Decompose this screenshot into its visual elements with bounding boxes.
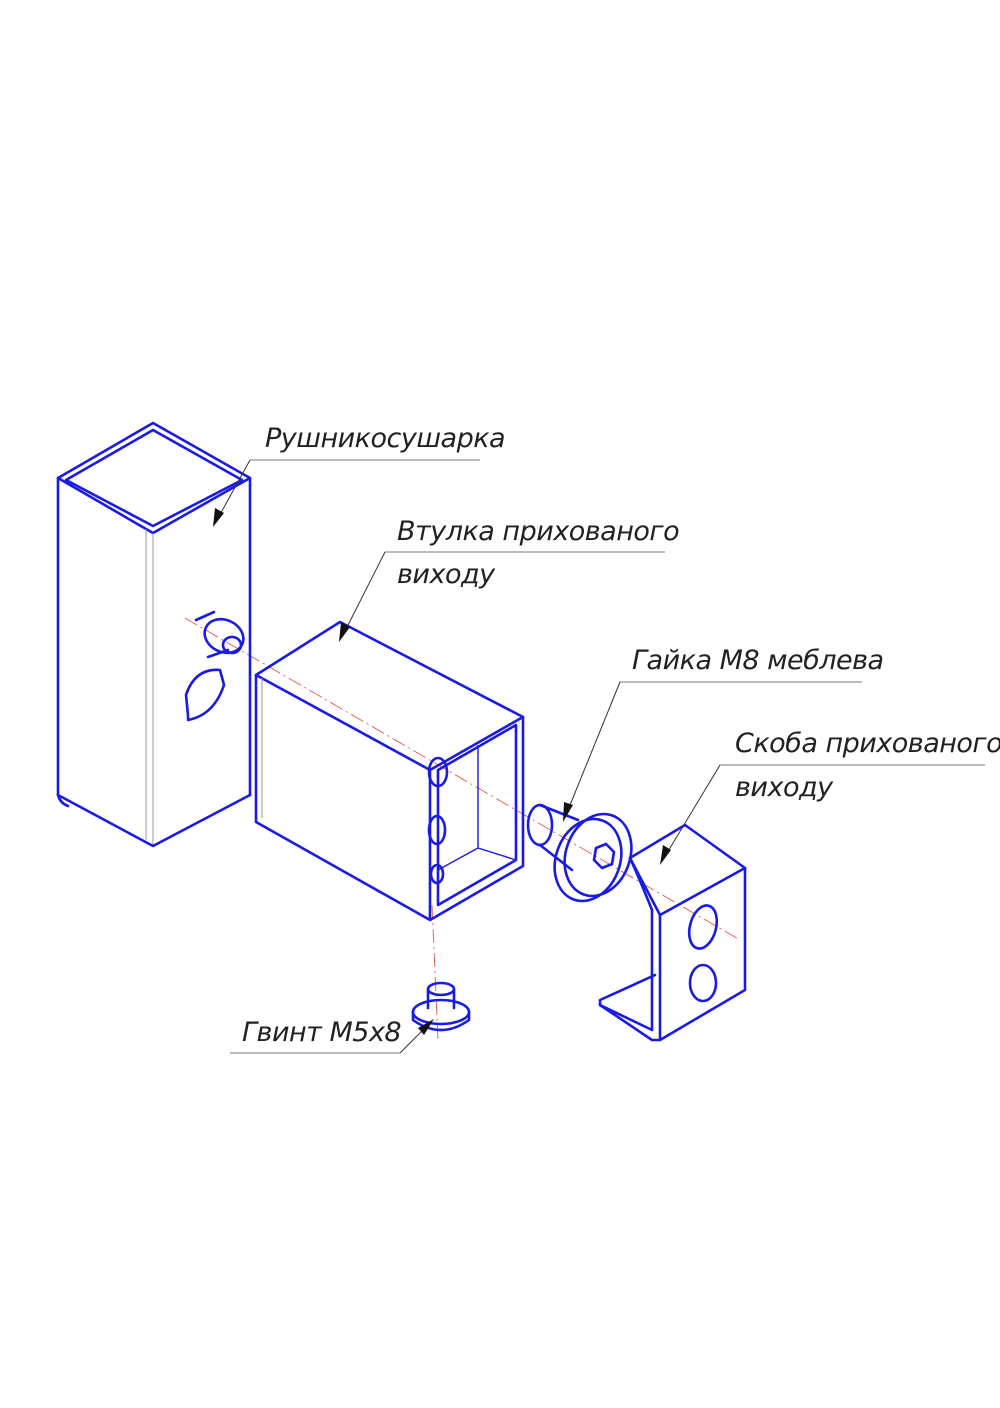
label-bracket-line2: виходу [735,772,834,803]
label-towel-dryer: Рушникосушарка [265,423,505,454]
label-sleeve-line1: Втулка прихованого [397,516,679,547]
label-bracket-line1: Скоба прихованого [735,728,1000,759]
label-sleeve-line2: виходу [397,559,496,590]
leader-towel-dryer [213,459,480,527]
center-axes [184,617,741,1041]
furniture-nut-m8 [526,803,633,903]
leader-nut [563,681,862,822]
label-nut: Гайка М8 меблева [632,645,884,676]
towel-dryer-tube [56,421,252,848]
screw-m5x8 [411,981,471,1032]
concealed-outlet-bracket [598,823,747,1042]
leader-sleeve [339,551,665,642]
leader-bracket [660,764,985,865]
label-screw: Гвинт М5х8 [242,1017,401,1048]
leader-screw [230,1019,434,1054]
concealed-outlet-sleeve [254,620,525,922]
